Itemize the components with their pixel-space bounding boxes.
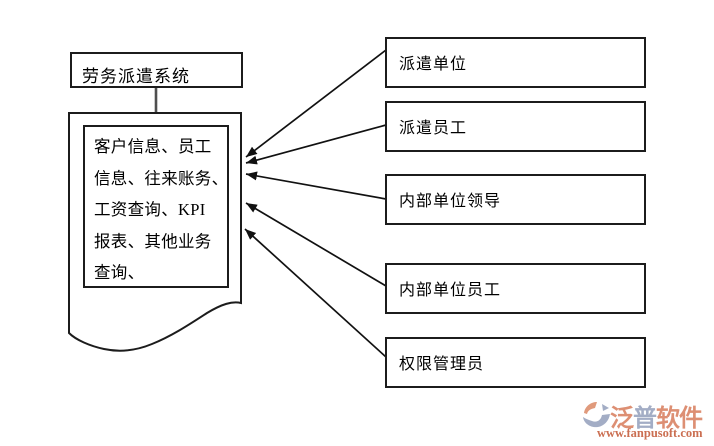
- document-box-line: 查询、: [94, 263, 145, 283]
- actor-label: 权限管理员: [399, 356, 485, 373]
- actor-label: 派遣单位: [399, 56, 468, 73]
- system-box: 劳务派遣系统: [70, 52, 243, 88]
- arrow-internal-unit-leader: [245, 171, 387, 200]
- actor-box-dispatch-employee: 派遣员工: [385, 101, 646, 152]
- brand-name: 泛普软件: [610, 398, 714, 433]
- arrow-dispatch-unit: [245, 49, 387, 158]
- document-box-line: 工资查询、KPI: [94, 200, 206, 220]
- actor-label: 内部单位领导: [399, 193, 502, 210]
- brand-char: 软: [656, 405, 680, 432]
- brand-char: 普: [633, 405, 657, 432]
- document-box-line: 客户信息、员工: [94, 137, 212, 156]
- document-box: 客户信息、员工 信息、往来账务、 工资查询、KPI 报表、其他业务 查询、: [83, 125, 229, 288]
- actor-label: 派遣员工: [399, 120, 468, 137]
- brand-char: 件: [679, 405, 703, 432]
- document-box-line: 报表、其他业务: [94, 231, 212, 251]
- brand-url-link[interactable]: www.fanpusoft.com: [597, 426, 703, 440]
- system-box-label: 劳务派遣系统: [82, 67, 190, 86]
- actor-box-internal-unit-leader: 内部单位领导: [385, 174, 646, 225]
- fanpu-logo-icon: [583, 402, 610, 428]
- actor-box-internal-unit-employee: 内部单位员工: [385, 263, 646, 314]
- arrow-permission-admin: [244, 228, 387, 358]
- actor-box-dispatch-unit: 派遣单位: [385, 37, 646, 88]
- actor-box-permission-admin: 权限管理员: [385, 337, 646, 388]
- brand-char: 泛: [610, 405, 634, 432]
- document-box-line: 信息、往来账务、: [94, 168, 229, 188]
- actor-label: 内部单位员工: [399, 282, 502, 299]
- arrow-internal-unit-employee: [245, 202, 387, 287]
- arrow-dispatch-employee: [245, 124, 387, 165]
